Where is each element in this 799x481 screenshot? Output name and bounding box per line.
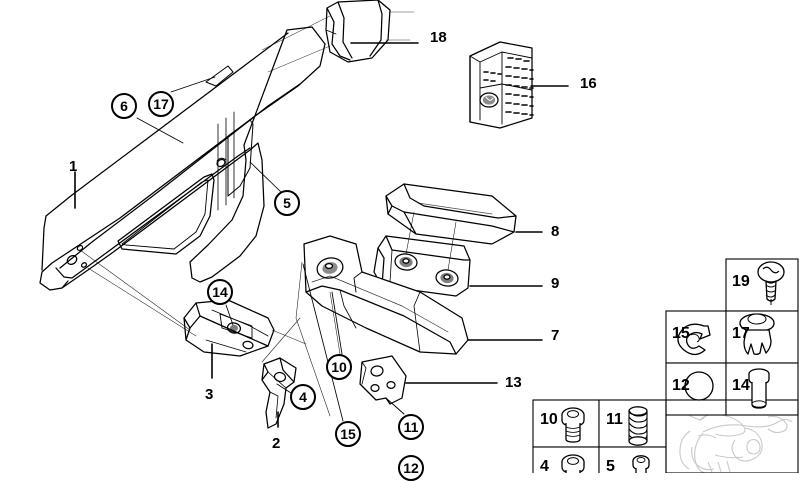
cellnum-19: 19 bbox=[732, 273, 750, 290]
callout-11: 11 bbox=[398, 414, 424, 440]
label-8: 8 bbox=[551, 223, 560, 240]
callout-17: 17 bbox=[148, 91, 174, 117]
part-18-heel-guard bbox=[325, 0, 391, 63]
icon-hex-socket-bolt-10 bbox=[561, 407, 585, 443]
icon-pan-head-screw bbox=[757, 261, 785, 305]
callout-leader-11 bbox=[386, 398, 405, 415]
part-1-main-bracket bbox=[39, 26, 326, 291]
callout-leader-5 bbox=[249, 161, 282, 193]
label-7: 7 bbox=[551, 327, 560, 344]
cellnum-15: 15 bbox=[672, 325, 690, 342]
table-cell-logo bbox=[665, 399, 799, 473]
callout-4: 4 bbox=[290, 384, 316, 410]
cellnum-10: 10 bbox=[540, 411, 558, 428]
cellnum-11: 11 bbox=[606, 411, 623, 428]
label-1: 1 bbox=[69, 158, 78, 175]
part-7-footrest-arm bbox=[303, 235, 469, 355]
label-16: 16 bbox=[580, 75, 597, 92]
callout-leader-10 bbox=[331, 291, 343, 355]
cellnum-12: 12 bbox=[672, 377, 690, 394]
cellnum-5: 5 bbox=[606, 458, 615, 475]
label-3: 3 bbox=[205, 386, 214, 403]
label-18: 18 bbox=[430, 29, 447, 46]
icon-shoulder-bolt bbox=[748, 368, 770, 409]
callout-leader-14 bbox=[225, 304, 234, 326]
icon-small-socket-screw bbox=[632, 455, 650, 473]
callout-leader-15 bbox=[302, 263, 344, 422]
label-13: 13 bbox=[505, 374, 522, 391]
callout-leader-6 bbox=[136, 117, 184, 144]
part-3-clamp-bracket bbox=[183, 299, 275, 357]
part-8-rubber-pad bbox=[385, 183, 517, 245]
cellnum-17: 17 bbox=[732, 325, 750, 342]
label-2: 2 bbox=[272, 435, 281, 452]
part-16-dimpled-pad bbox=[469, 41, 534, 129]
icon-expanding-rivet bbox=[739, 313, 775, 355]
callout-15: 15 bbox=[335, 421, 361, 447]
icon-coil-spring bbox=[628, 406, 648, 446]
callout-14: 14 bbox=[207, 279, 233, 305]
part-9-mount-plate bbox=[373, 211, 471, 297]
callout-5: 5 bbox=[274, 190, 300, 216]
label-9: 9 bbox=[551, 275, 560, 292]
part-13-three-hole-plate bbox=[359, 355, 407, 405]
icon-hex-socket-bolt-4 bbox=[561, 454, 585, 473]
icon-ball-sphere bbox=[684, 371, 714, 401]
callout-leader-4 bbox=[276, 383, 292, 394]
callout-leader-17 bbox=[170, 76, 216, 93]
cellnum-14: 14 bbox=[732, 377, 750, 394]
icon-e-clip-circlip bbox=[677, 323, 711, 356]
cellnum-4: 4 bbox=[540, 458, 549, 475]
part-2-angle-bracket bbox=[261, 357, 297, 429]
callout-10: 10 bbox=[326, 354, 352, 380]
callout-6: 6 bbox=[111, 93, 137, 119]
callout-12: 12 bbox=[398, 455, 424, 481]
